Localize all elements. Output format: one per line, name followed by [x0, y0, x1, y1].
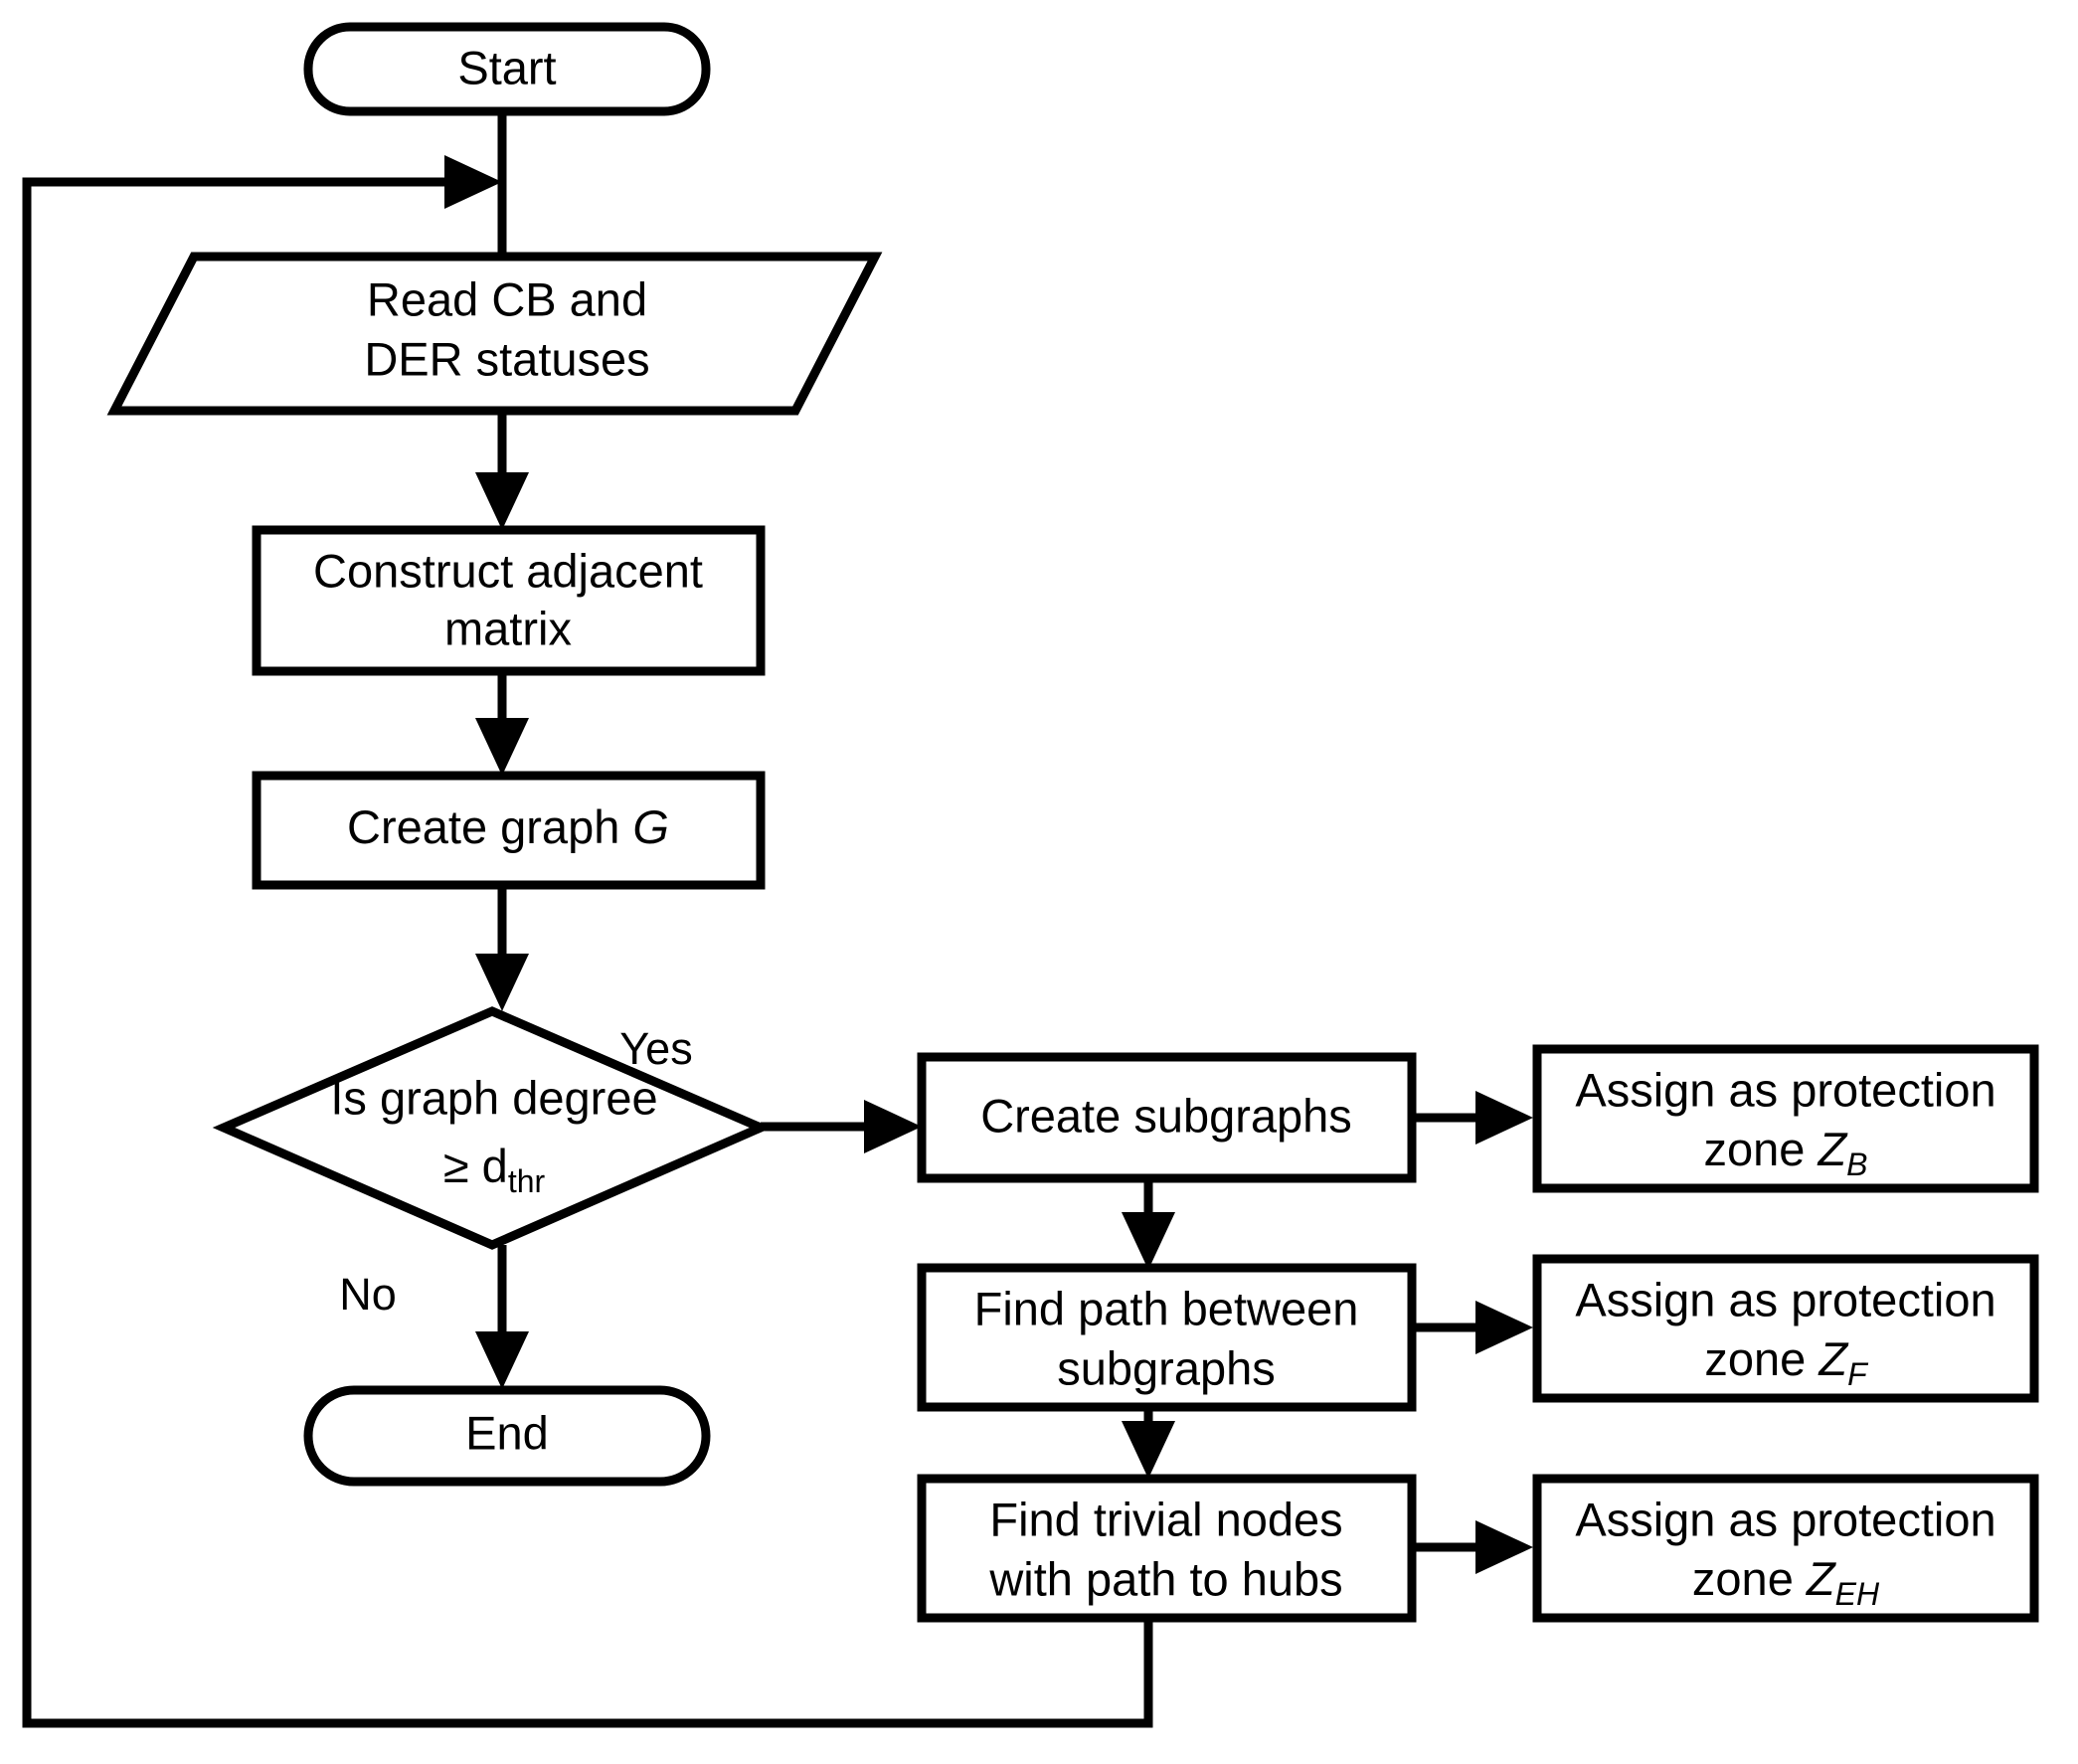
node-end[interactable]: End	[303, 1385, 711, 1487]
edge-creategraph-to-decision	[475, 885, 529, 1011]
node-find-trivial-line1: Find trivial nodes	[989, 1493, 1342, 1545]
edge-label-yes: Yes	[619, 1023, 692, 1074]
node-zone-f-prefix: zone	[1704, 1332, 1818, 1385]
node-zone-f-symbol: Z	[1818, 1332, 1849, 1385]
node-zone-eh[interactable]: Assign as protection zone ZEH	[1532, 1474, 2039, 1623]
node-zone-b-prefix: zone	[1703, 1123, 1818, 1175]
node-find-trivial-line2: with path to hubs	[988, 1552, 1342, 1605]
node-zone-b-line1: Assign as protection	[1575, 1063, 1995, 1116]
node-zone-f-line2: zone ZF	[1704, 1332, 1869, 1392]
edge-read-to-construct	[475, 411, 529, 530]
node-zone-eh-symbol: Z	[1806, 1552, 1837, 1605]
node-read-statuses-line1: Read CB and	[367, 272, 647, 325]
node-create-graph-prefix: Create graph	[347, 800, 632, 853]
node-create-graph-label: Create graph G	[347, 800, 669, 853]
node-construct-matrix-line1: Construct adjacent	[313, 544, 703, 597]
node-find-trivial[interactable]: Find trivial nodes with path to hubs	[917, 1474, 1417, 1623]
node-zone-eh-line2: zone ZEH	[1692, 1552, 1880, 1612]
node-zone-f-line1: Assign as protection	[1575, 1273, 1995, 1325]
node-read-statuses-line2: DER statuses	[364, 332, 649, 385]
edge-label-no: No	[339, 1269, 397, 1320]
edge-subgraphs-to-zoneb	[1412, 1091, 1533, 1145]
node-find-path-line1: Find path between	[974, 1282, 1359, 1334]
node-create-graph-symbol: G	[632, 800, 669, 853]
node-zone-b-symbol: Z	[1817, 1123, 1848, 1175]
node-construct-matrix-line2: matrix	[444, 602, 572, 654]
edge-subgraphs-to-findpath	[1122, 1178, 1175, 1270]
edge-findtrivial-to-zoneeh	[1412, 1520, 1533, 1574]
node-zone-b-line2: zone ZB	[1703, 1123, 1867, 1182]
node-create-graph[interactable]: Create graph G	[252, 771, 766, 890]
node-start-label: Start	[457, 41, 556, 93]
node-start[interactable]: Start	[303, 22, 711, 116]
node-decision-line2-subscript: thr	[508, 1163, 546, 1199]
edge-findpath-to-zonef	[1412, 1301, 1533, 1354]
node-zone-f-subscript: F	[1847, 1356, 1869, 1392]
edge-construct-to-creategraph	[475, 671, 529, 776]
node-decision-line2-prefix: ≥ d	[443, 1140, 508, 1192]
node-zone-b-subscript: B	[1846, 1147, 1867, 1182]
node-zone-eh-prefix: zone	[1692, 1552, 1807, 1605]
edge-decision-yes	[761, 1100, 922, 1153]
node-decision-line1: Is graph degree	[330, 1071, 657, 1124]
node-zone-eh-line1: Assign as protection	[1575, 1493, 1995, 1545]
node-create-subgraphs-label: Create subgraphs	[980, 1089, 1352, 1142]
node-end-label: End	[465, 1406, 549, 1459]
node-construct-matrix[interactable]: Construct adjacent matrix	[252, 525, 766, 676]
node-zone-b[interactable]: Assign as protection zone ZB	[1532, 1044, 2039, 1193]
edge-feedback-loop	[22, 155, 1153, 1728]
node-decision-line2: ≥ dthr	[443, 1140, 546, 1199]
node-zone-eh-subscript: EH	[1835, 1576, 1880, 1612]
node-create-subgraphs[interactable]: Create subgraphs	[917, 1052, 1417, 1183]
node-read-statuses[interactable]: Read CB and DER statuses	[106, 252, 883, 416]
node-decision[interactable]: Is graph degree ≥ dthr	[212, 1006, 773, 1250]
node-zone-f[interactable]: Assign as protection zone ZF	[1532, 1254, 2039, 1403]
node-find-path[interactable]: Find path between subgraphs	[917, 1263, 1417, 1412]
edge-decision-no	[475, 1245, 529, 1389]
node-find-path-line2: subgraphs	[1057, 1341, 1276, 1394]
